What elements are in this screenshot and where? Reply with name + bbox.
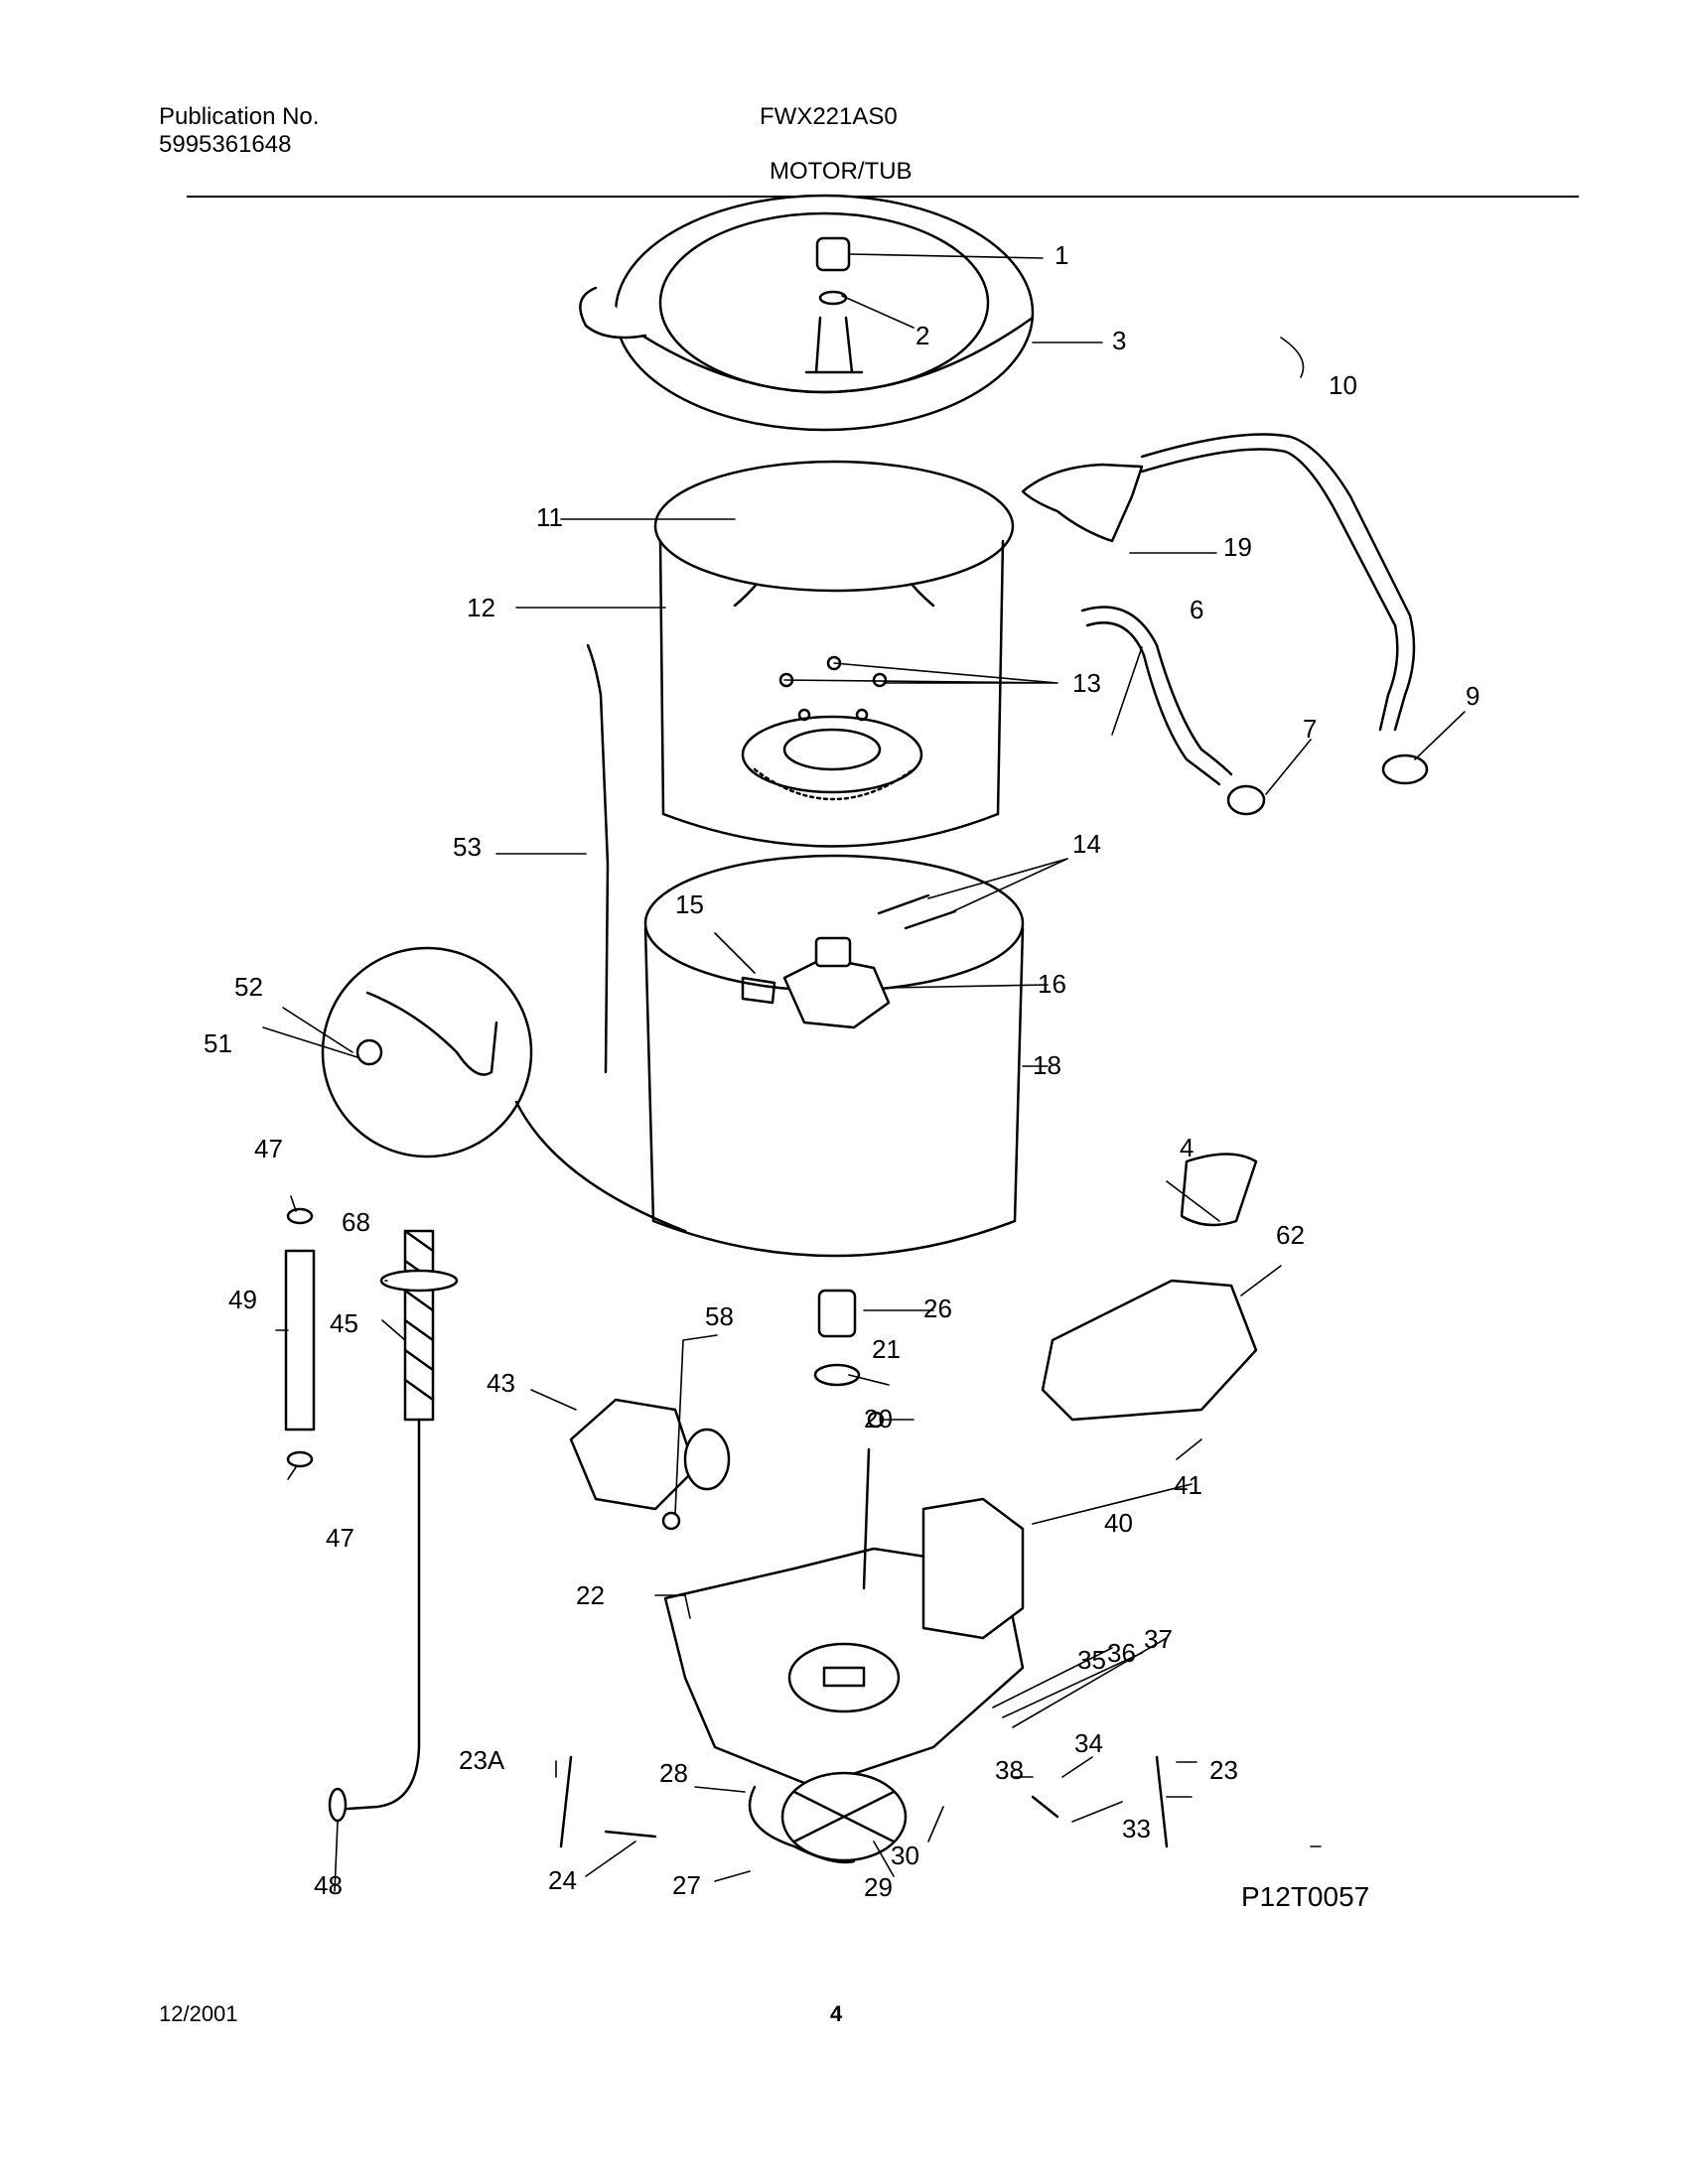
agitator-cap (804, 236, 864, 374)
callout-48: 48 (314, 1870, 343, 1900)
callout-22: 22 (576, 1580, 605, 1610)
pulley (748, 1771, 908, 1864)
callout-27: 27 (672, 1870, 701, 1900)
callout-38: 38 (995, 1755, 1024, 1785)
callout-40: 40 (1104, 1508, 1133, 1538)
callout-34: 34 (1074, 1728, 1103, 1758)
callout-41: 41 (1174, 1470, 1202, 1500)
callout-53: 53 (453, 832, 482, 862)
callout-20: 20 (864, 1404, 893, 1433)
callout-29: 29 (864, 1872, 893, 1902)
callout-19: 19 (1223, 532, 1252, 562)
figure-code: P12T0057 (1241, 1881, 1370, 1912)
callout-36: 36 (1107, 1638, 1136, 1668)
callout-9: 9 (1466, 681, 1479, 711)
tub-cover (579, 194, 1035, 432)
hub (813, 1289, 885, 1429)
model-number: FWX221AS0 (760, 103, 898, 130)
leader-lines (262, 253, 1466, 1892)
callout-23: 23 (1209, 1755, 1238, 1785)
footer-date: 12/2001 (159, 2001, 238, 2026)
callout-37: 37 (1144, 1624, 1173, 1654)
section-title: MOTOR/TUB (770, 158, 913, 185)
drain-hose-long (284, 1207, 459, 1823)
callout-35: 35 (1077, 1645, 1106, 1675)
publication-number: 5995361648 (159, 131, 292, 158)
callout-28: 28 (659, 1758, 688, 1788)
motor-cover (1041, 1153, 1258, 1422)
callout-1: 1 (1055, 240, 1068, 270)
publication-label: Publication No. (159, 103, 320, 130)
callout-68: 68 (342, 1207, 370, 1237)
drain-hose (1080, 606, 1266, 816)
callout-33: 33 (1122, 1814, 1151, 1843)
pump (569, 1398, 731, 1531)
callout-7: 7 (1303, 714, 1317, 744)
callout-30: 30 (891, 1841, 919, 1870)
callout-21: 21 (872, 1334, 901, 1364)
callout-52: 52 (234, 972, 263, 1002)
callout-18: 18 (1033, 1050, 1061, 1080)
suspension-rod (586, 643, 610, 1074)
callout-11: 11 (536, 502, 563, 532)
callout-2: 2 (915, 321, 929, 350)
callout-58: 58 (705, 1301, 734, 1331)
callout-16: 16 (1038, 969, 1066, 999)
callout-62: 62 (1276, 1220, 1305, 1250)
springs (559, 1755, 1169, 1848)
callout-3: 3 (1112, 326, 1126, 355)
callout-4: 4 (1180, 1133, 1194, 1162)
callout-49: 49 (228, 1285, 257, 1314)
callout-47: 47 (254, 1134, 283, 1163)
callout-10: 10 (1329, 370, 1357, 400)
callout-15: 15 (675, 889, 704, 919)
callout-24: 24 (548, 1865, 577, 1895)
callout-12: 12 (467, 593, 495, 622)
callout-43: 43 (487, 1368, 515, 1398)
fill-hose (1021, 433, 1429, 785)
callout-23A: 23A (459, 1745, 505, 1775)
detail-inset (321, 946, 687, 1233)
callout-45: 45 (330, 1308, 358, 1338)
callout-14: 14 (1072, 829, 1101, 859)
callout-51: 51 (204, 1028, 232, 1058)
footer-page-number: 4 (830, 2001, 843, 2026)
callout-26: 26 (923, 1294, 952, 1323)
callout-13: 13 (1072, 668, 1101, 698)
motor (921, 1497, 1025, 1640)
callout-6: 6 (1190, 595, 1203, 624)
header-rule (187, 196, 1579, 198)
callout-47: 47 (326, 1523, 354, 1553)
